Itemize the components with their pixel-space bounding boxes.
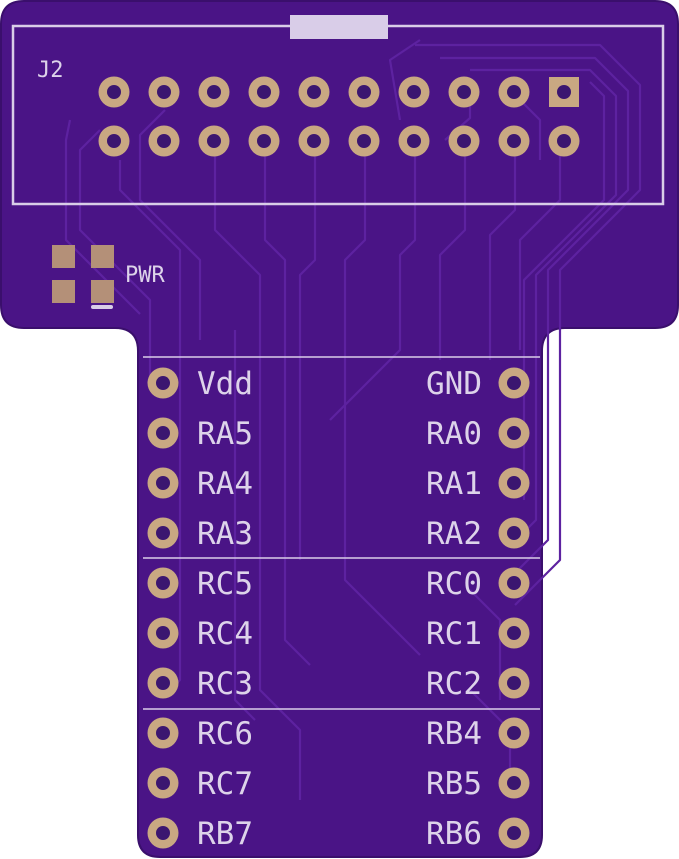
header-pin-1-pad bbox=[549, 77, 579, 107]
breakout-pin-pad-right bbox=[498, 617, 530, 649]
pin-label-right: RB5 bbox=[426, 766, 482, 802]
breakout-pin-pad-right bbox=[498, 567, 530, 599]
pin-label-right: RA2 bbox=[426, 516, 482, 552]
pin-label-left: RC3 bbox=[197, 666, 253, 702]
led-pad bbox=[52, 245, 75, 268]
header-pin-pad bbox=[348, 125, 380, 157]
header-pin-pad bbox=[198, 125, 230, 157]
header-pin-pad bbox=[148, 76, 180, 108]
pin-label-left: RC7 bbox=[197, 766, 253, 802]
header-pin-pad bbox=[298, 76, 330, 108]
header-pin-pad bbox=[248, 125, 280, 157]
breakout-pin-pad-left bbox=[147, 667, 179, 699]
breakout-pin-pad-left bbox=[147, 467, 179, 499]
breakout-pin-pad-right bbox=[498, 367, 530, 399]
breakout-pin-pad-left bbox=[147, 767, 179, 799]
breakout-pin-pad-left bbox=[147, 717, 179, 749]
breakout-pin-pad-right bbox=[498, 717, 530, 749]
led-polarity-mark bbox=[91, 305, 113, 309]
pin-label-left: RC6 bbox=[197, 716, 253, 752]
pin-label-right: RB6 bbox=[426, 816, 482, 852]
header-pin-pad bbox=[398, 76, 430, 108]
header-pin-pad bbox=[248, 76, 280, 108]
header-key-notch bbox=[290, 15, 388, 39]
breakout-pin-pad-left bbox=[147, 417, 179, 449]
pin-label-right: RC0 bbox=[426, 566, 482, 602]
header-pin-pad bbox=[198, 76, 230, 108]
copper-traces bbox=[64, 39, 642, 800]
header-pin-pad bbox=[498, 125, 530, 157]
header-pin-pad bbox=[448, 125, 480, 157]
led-pad bbox=[91, 280, 114, 303]
pwr-led-label: PWR bbox=[125, 263, 165, 288]
header-pin-pad bbox=[148, 125, 180, 157]
header-pin-pad bbox=[448, 76, 480, 108]
led-pad bbox=[52, 280, 75, 303]
breakout-pin-pad-right bbox=[498, 767, 530, 799]
breakout-pin-pad-left bbox=[147, 517, 179, 549]
header-pin-pad bbox=[498, 76, 530, 108]
breakout-pin-pad-right bbox=[498, 667, 530, 699]
breakout-pin-pad-left bbox=[147, 617, 179, 649]
header-pin-pad bbox=[548, 125, 580, 157]
header-pin-pad bbox=[98, 125, 130, 157]
pin-label-left: Vdd bbox=[197, 366, 253, 402]
pin-label-right: RA1 bbox=[426, 466, 482, 502]
pin-label-left: RA5 bbox=[197, 416, 253, 452]
pin-label-left: RA4 bbox=[197, 466, 253, 502]
breakout-pin-pad-right bbox=[498, 817, 530, 849]
pin-label-right: RB4 bbox=[426, 716, 482, 752]
header-pin-pad bbox=[398, 125, 430, 157]
pin-label-right: RA0 bbox=[426, 416, 482, 452]
pin-label-right: RC2 bbox=[426, 666, 482, 702]
breakout-pin-pad-left bbox=[147, 817, 179, 849]
pin-label-left: RB7 bbox=[197, 816, 253, 852]
breakout-pin-pad-right bbox=[498, 517, 530, 549]
pin-label-left: RC4 bbox=[197, 616, 253, 652]
header-pin-pad bbox=[98, 76, 130, 108]
breakout-pin-pad-right bbox=[498, 417, 530, 449]
pin-label-left: RA3 bbox=[197, 516, 253, 552]
header-pin-pad bbox=[298, 125, 330, 157]
breakout-pin-pad-right bbox=[498, 467, 530, 499]
header-pin-pad bbox=[348, 76, 380, 108]
header-pins bbox=[98, 76, 580, 157]
pin-label-right: GND bbox=[426, 366, 482, 402]
pin-label-left: RC5 bbox=[197, 566, 253, 602]
breakout-pin-pad-left bbox=[147, 367, 179, 399]
header-ref-label: J2 bbox=[37, 58, 64, 83]
pin-label-right: RC1 bbox=[426, 616, 482, 652]
pwr-led-footprint bbox=[52, 245, 114, 309]
breakout-pin-pad-left bbox=[147, 567, 179, 599]
led-pad bbox=[91, 245, 114, 268]
